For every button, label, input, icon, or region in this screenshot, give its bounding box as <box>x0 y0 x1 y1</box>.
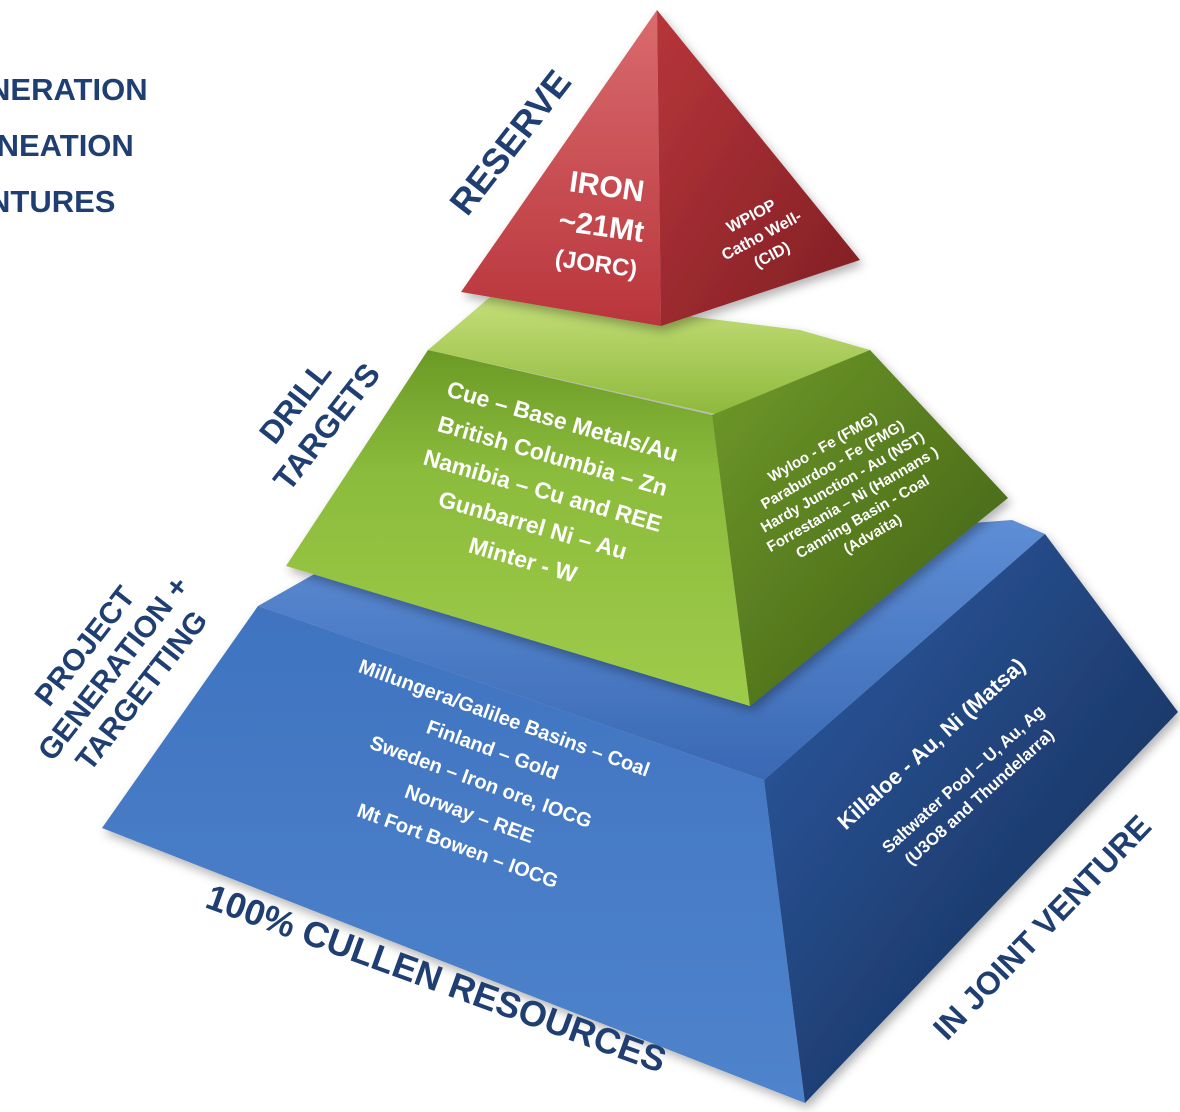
tier-reserve <box>461 10 860 326</box>
green-top-face <box>428 292 870 415</box>
blue-front-face <box>102 606 805 1103</box>
red-front-face <box>461 10 661 326</box>
green-right-face <box>712 350 1008 706</box>
heading-line: NTURES <box>0 184 116 219</box>
top-left-heading: NERATION INEATION NTURES <box>0 62 148 230</box>
heading-line: NERATION <box>0 72 148 107</box>
green-front-face <box>286 350 750 706</box>
heading-line: INEATION <box>0 128 134 163</box>
tier-drill-targets <box>286 292 1008 706</box>
blue-right-face <box>764 534 1178 1103</box>
red-right-face <box>657 10 860 326</box>
